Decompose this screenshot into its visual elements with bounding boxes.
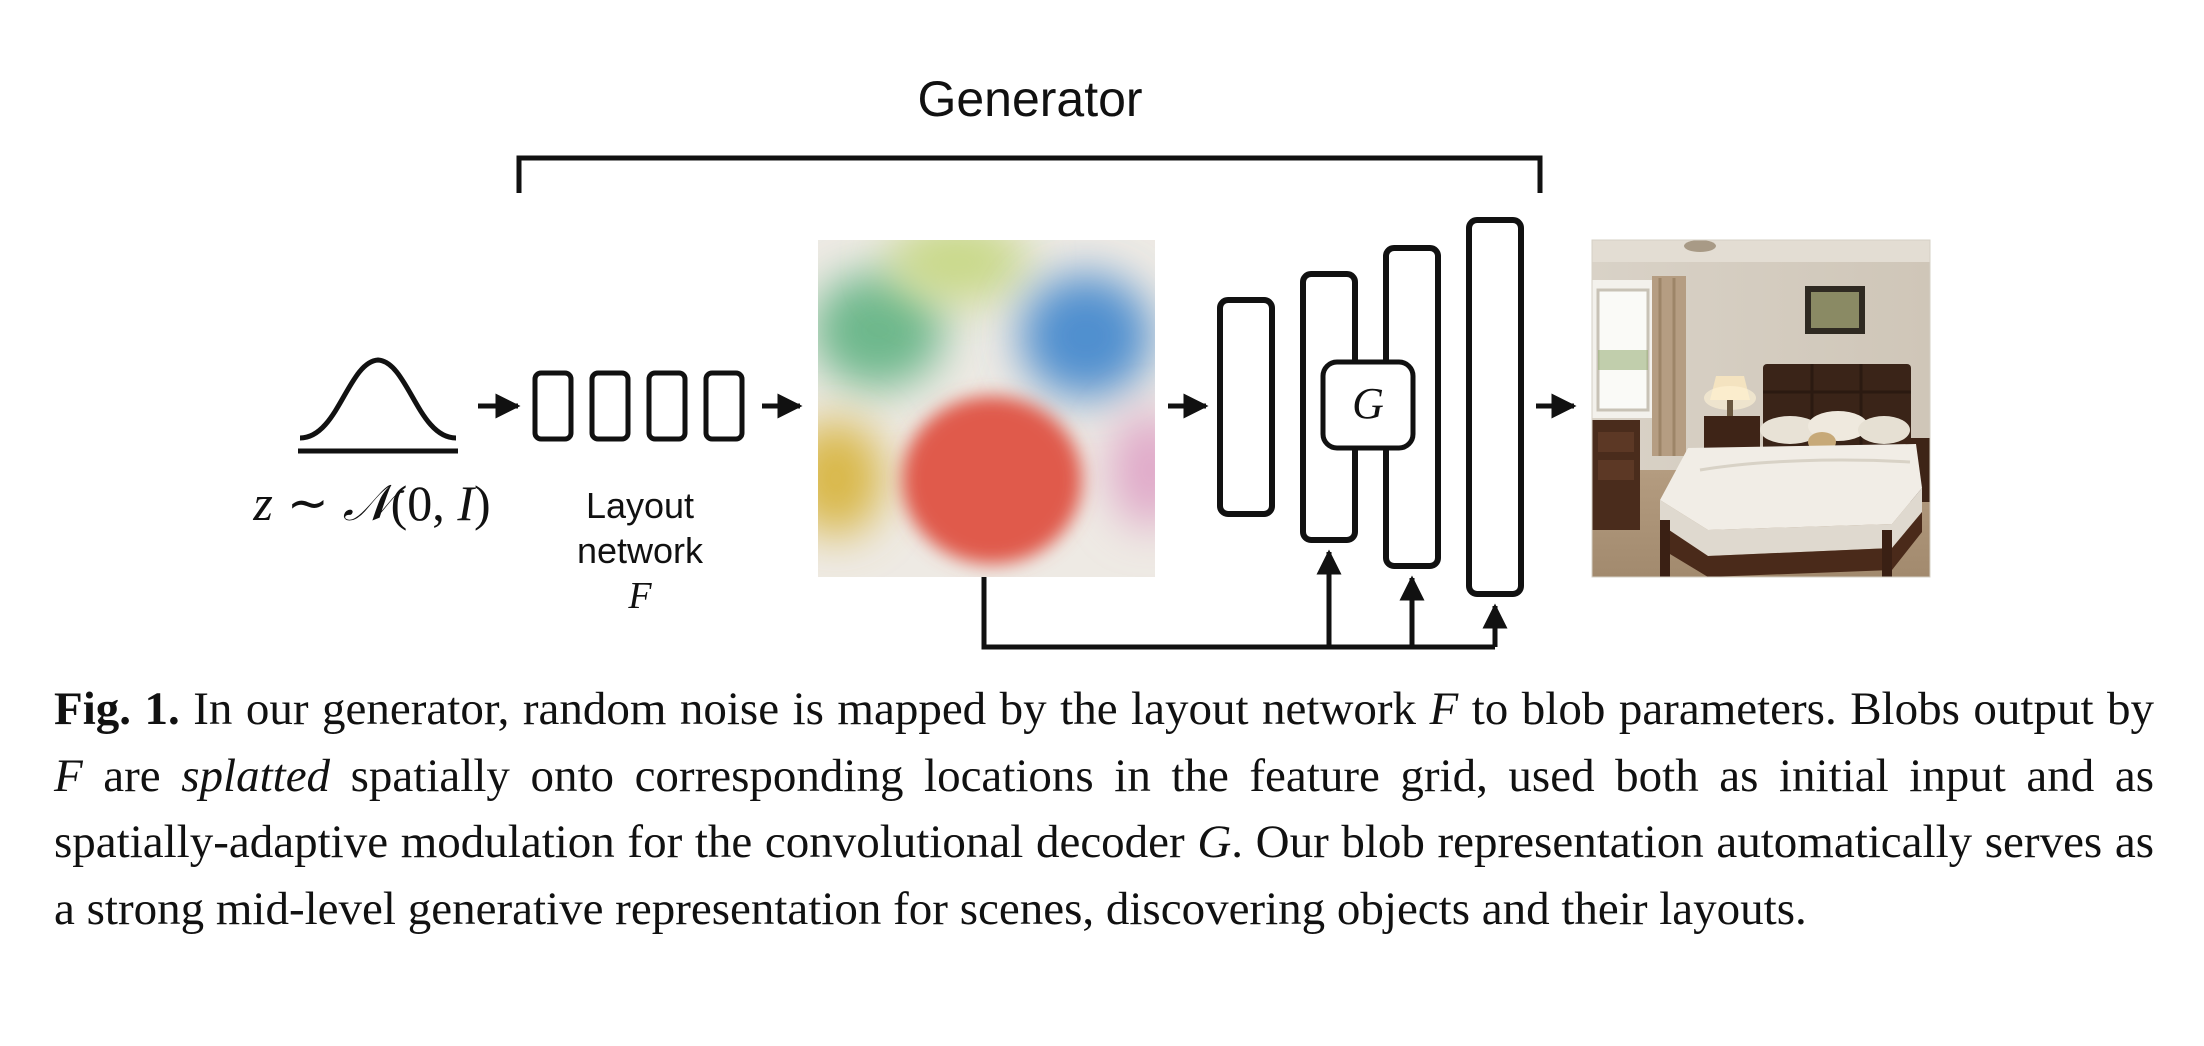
caption-text-4: spatially onto corresponding locations i… [54,749,2154,869]
caption-symbol-f-2: F [54,749,83,802]
caption-text-3: are [82,749,182,802]
blob-grid-image [818,240,1155,577]
caption-splatted: splatted [181,749,331,802]
layout-network-symbol: F [627,575,652,617]
generator-diagram: Generator z∼𝒩(0, I) Layout network F [252,71,1931,650]
caption-text-1: In our generator, random noise is mapped… [179,683,1430,735]
layout-network-label-line2: network [577,530,704,571]
noise-formula: z∼𝒩(0, I) [252,475,490,531]
caption-symbol-g: G [1197,816,1232,868]
caption-text-5: . Our blob representation automatically … [54,816,2154,935]
generator-label: Generator [917,71,1142,127]
decoder-g-label: G [1352,379,1384,428]
figure-label: Fig. 1. [54,683,180,735]
layout-network-blocks [532,370,745,442]
decoder-g-box [1320,359,1416,451]
output-image [1592,240,1930,577]
gaussian-icon [298,357,458,454]
generator-bracket [516,155,1543,193]
figure-caption: Fig. 1. In our generator, random noise i… [54,676,2154,942]
caption-text-2: to blob parameters. Blobs output by [1458,683,2154,735]
modulation-connections [981,549,1508,650]
layout-network-label-line1: Layout [586,485,694,526]
output-image-border [1591,239,1931,578]
caption-symbol-f-1: F [1429,683,1459,735]
